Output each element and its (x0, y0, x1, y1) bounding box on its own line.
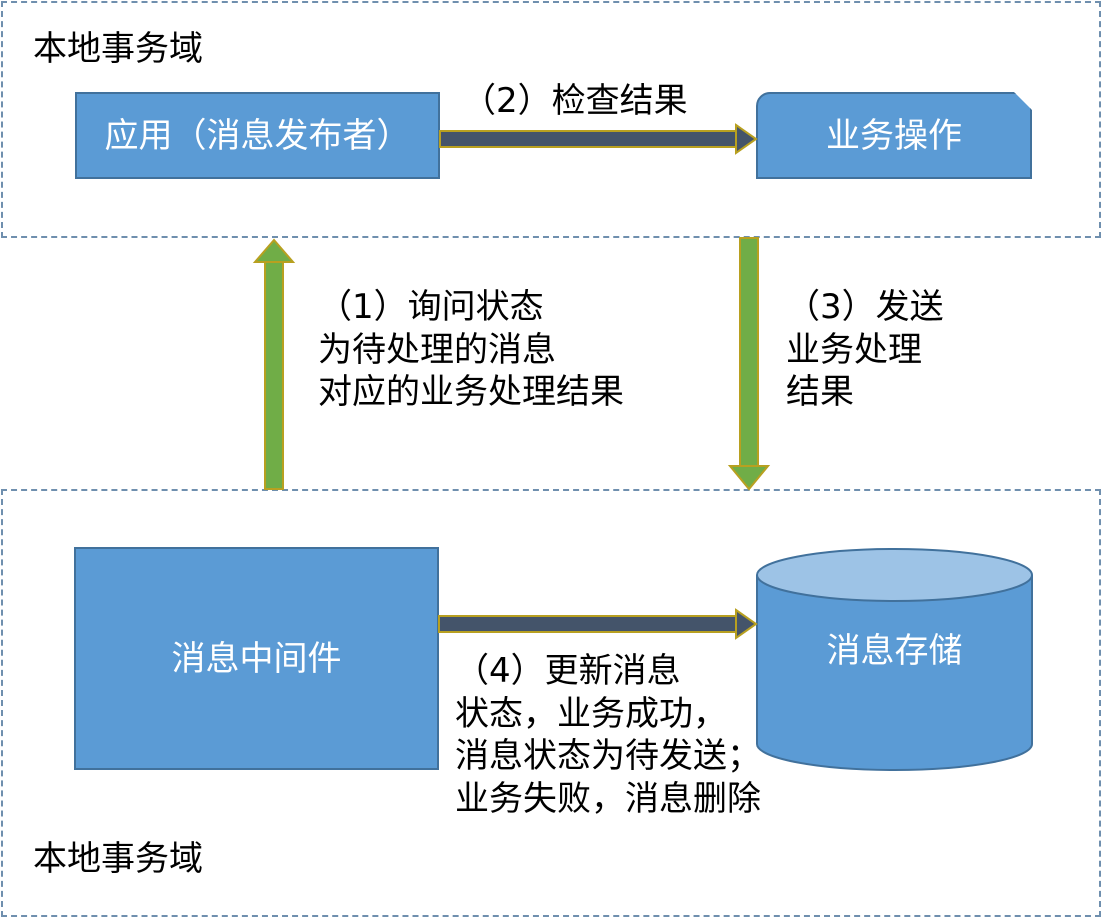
app-publisher-label: 应用（消息发布者） (104, 115, 411, 156)
send-result-line-1: （3）发送 (786, 287, 944, 327)
query-status-line-3: 对应的业务处理结果 (318, 372, 624, 412)
send-result-label: （3）发送 业务处理 结果 (786, 286, 944, 414)
query-status-line-1: （1）询问状态 (318, 287, 544, 327)
top-transaction-domain-box (1, 1, 1101, 238)
bottom-transaction-domain-box (1, 489, 1101, 917)
business-operation-label: 业务操作 (826, 115, 962, 156)
business-operation-box: 业务操作 (756, 92, 1032, 179)
update-status-label: （4）更新消息 状态，业务成功， 消息状态为待发送； 业务失败，消息删除 (455, 650, 761, 820)
arrow-send-result (727, 237, 771, 491)
query-status-line-2: 为待处理的消息 (318, 329, 556, 370)
send-result-line-2: 业务处理 (786, 329, 922, 370)
arrow-query-status (252, 238, 296, 490)
message-storage-cylinder (756, 548, 1033, 771)
send-result-line-3: 结果 (786, 372, 854, 412)
message-storage-box: 消息存储 (756, 548, 1033, 771)
app-publisher-box: 应用（消息发布者） (75, 92, 440, 179)
update-status-line-2: 状态，业务成功， (455, 693, 727, 734)
check-result-label: （2）检查结果 (462, 81, 688, 121)
update-status-line-1: （4）更新消息 (455, 651, 681, 691)
top-domain-label: 本地事务域 (33, 29, 203, 69)
message-middleware-label: 消息中间件 (171, 638, 342, 679)
message-middleware-box: 消息中间件 (74, 547, 439, 770)
query-status-label: （1）询问状态 为待处理的消息 对应的业务处理结果 (318, 286, 624, 414)
message-storage-label: 消息存储 (826, 631, 963, 671)
bottom-domain-label: 本地事务域 (33, 839, 203, 879)
update-status-line-4: 业务失败，消息删除 (455, 778, 761, 819)
update-status-line-3: 消息状态为待发送； (455, 736, 761, 776)
